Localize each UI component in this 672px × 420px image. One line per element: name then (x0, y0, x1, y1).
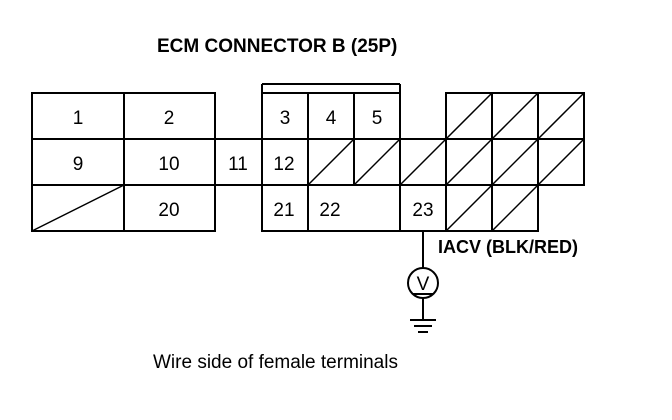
terminal-12: 12 (273, 154, 294, 175)
connector-body (31, 83, 585, 232)
ground-icon (410, 298, 436, 333)
diagram-title: ECM CONNECTOR B (25P) (157, 36, 397, 57)
terminal-labels: 1 2 3 4 5 9 10 11 12 20 21 22 23 (73, 108, 434, 221)
center-block (261, 92, 401, 232)
terminal-10: 10 (158, 154, 179, 175)
terminal-21: 21 (273, 200, 294, 221)
probe-wire: IACV (BLK/RED) (422, 231, 578, 269)
terminal-3: 3 (280, 108, 291, 129)
terminal-20: 20 (158, 200, 179, 221)
terminal-2: 2 (164, 108, 175, 129)
wire-label: IACV (BLK/RED) (438, 237, 578, 257)
terminal-5: 5 (372, 108, 383, 129)
voltmeter-symbol: V (417, 274, 430, 295)
voltmeter-icon: V (407, 267, 439, 299)
terminal-9: 9 (73, 154, 84, 175)
terminal-11: 11 (228, 154, 248, 175)
terminal-1: 1 (73, 108, 84, 129)
terminal-22: 22 (319, 200, 340, 221)
terminal-4: 4 (326, 108, 337, 129)
diagram-caption: Wire side of female terminals (153, 352, 398, 373)
unused-cavity-hatches (31, 92, 585, 232)
right-bottom-block (399, 184, 539, 232)
terminal-23: 23 (412, 200, 433, 221)
